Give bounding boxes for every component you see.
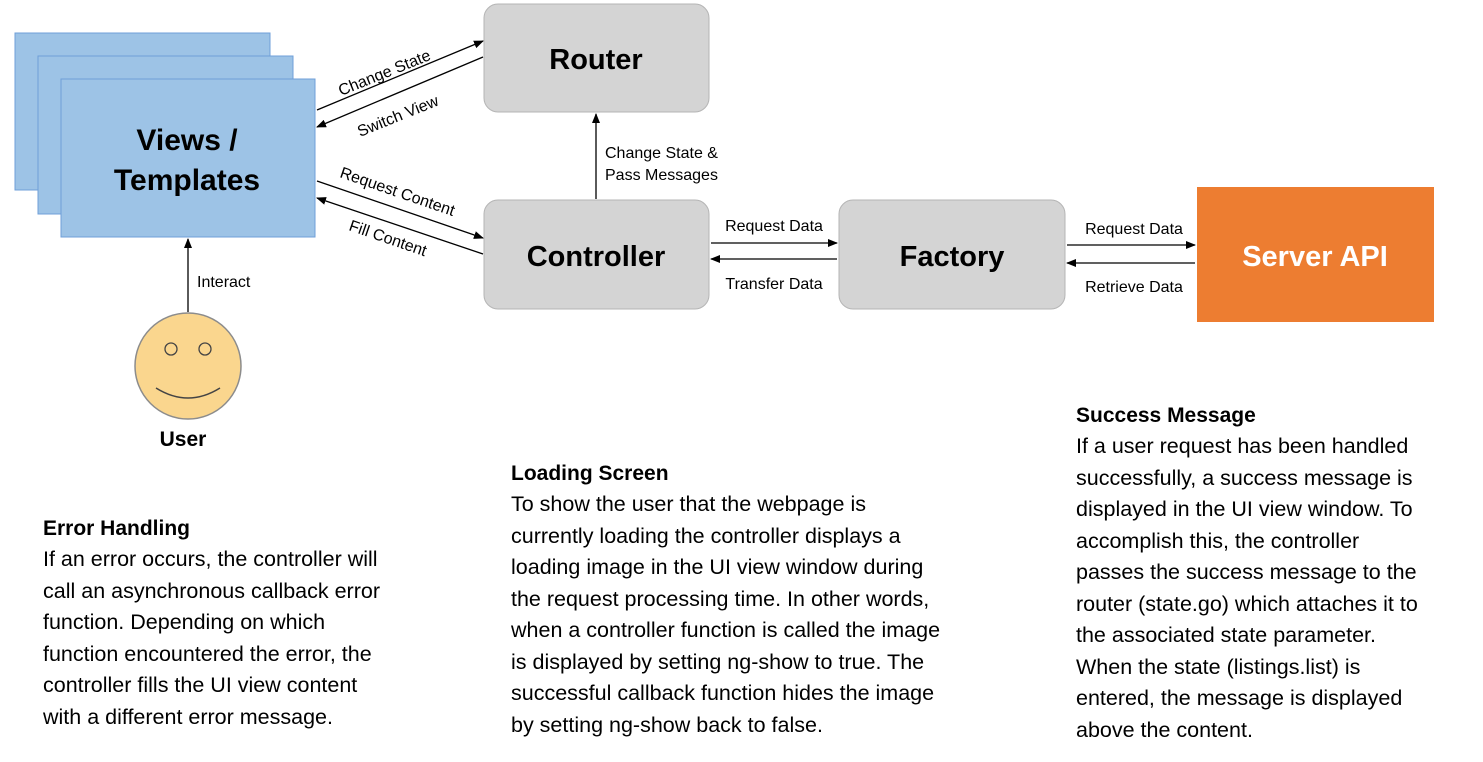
arrow-switch-view [316,56,484,128]
success-message-line: the associated state parameter. [1076,623,1376,647]
error-handling-line: controller fills the UI view content [43,673,358,697]
success-message-line: displayed in the UI view window. To [1076,497,1413,521]
controller-box [483,199,710,310]
success-message-line: If a user request has been handled [1076,434,1409,458]
label-retrieve-data: Retrieve Data [1085,279,1183,296]
arrow-change-state [316,40,484,111]
loading-screen-line: is displayed by setting ng-show to true.… [511,649,925,674]
success-message-line: router (state.go) which attaches it to [1076,591,1418,616]
views-stack-front [60,78,316,238]
loading-screen-section: Loading Screen To show the user that the… [511,458,940,741]
label-fill-content: Fill Content [347,218,430,261]
server-api-box [1197,187,1434,322]
success-message-line: entered, the message is displayed [1076,686,1403,710]
user-left-eye [164,342,178,356]
arrow-fill-content [316,197,484,255]
user-node: User [134,312,242,451]
error-handling-line: function. Depending on which [43,610,326,634]
views-label-line1: Views / [136,124,238,157]
user-face [134,312,242,420]
loading-screen-line: To show the user that the webpage is [511,492,866,516]
success-message-line: above the content. [1076,717,1253,742]
label-request-data-server: Request Data [1085,221,1183,238]
error-handling-line: If an error occurs, the controller will [43,547,378,571]
success-message-section: Success Message If a user request has be… [1076,400,1418,746]
loading-screen-title: Loading Screen [511,462,669,485]
loading-screen-line: loading image in the UI view window duri… [511,555,924,579]
user-right-eye [198,342,212,356]
success-message-line: successfully, a success message is [1076,465,1413,490]
error-handling-section: Error Handling If an error occurs, the c… [43,513,380,733]
label-interact: Interact [197,274,251,291]
success-message-title: Success Message [1076,404,1256,427]
loading-screen-line: by setting ng-show back to false. [511,712,823,737]
loading-screen-line: when a controller function is called the… [511,618,941,642]
router-box [483,3,710,113]
server-api-node: Server API [1197,187,1434,322]
success-message-line: accomplish this, the controller [1076,528,1360,553]
router-node: Router [483,3,710,113]
loading-screen-line: the request processing time. In other wo… [511,586,930,611]
label-request-data-factory: Request Data [725,218,823,235]
label-change-state-pass-line2: Pass Messages [605,167,718,184]
label-change-state: Change State [336,47,433,99]
loading-screen-line: successful callback function hides the i… [511,681,935,705]
label-change-state-pass-line1: Change State & [605,145,718,162]
label-transfer-data: Transfer Data [725,276,822,293]
user-label: User [160,428,207,451]
success-message-line: passes the success message to the [1076,560,1417,584]
error-handling-line: function encountered the error, the [43,641,372,666]
controller-label: Controller [527,241,666,273]
views-templates-node: Views / Templates [14,32,316,238]
error-handling-title: Error Handling [43,517,191,540]
factory-label: Factory [900,241,1005,273]
loading-screen-line: currently loading the controller display… [511,523,901,548]
router-label: Router [549,44,642,76]
label-switch-view: Switch View [355,93,441,141]
factory-node: Factory [838,199,1066,310]
error-handling-line: with a different error message. [43,704,333,729]
views-label-line2: Templates [114,164,260,197]
label-request-content: Request Content [338,165,458,220]
controller-node: Controller [483,199,710,310]
error-handling-line: call an asynchronous callback error [43,578,380,603]
success-message-line: When the state (listings.list) is [1076,654,1361,679]
user-smile [155,387,221,399]
arrow-request-content [316,180,484,239]
server-api-label: Server API [1242,241,1388,273]
factory-box [838,199,1066,310]
